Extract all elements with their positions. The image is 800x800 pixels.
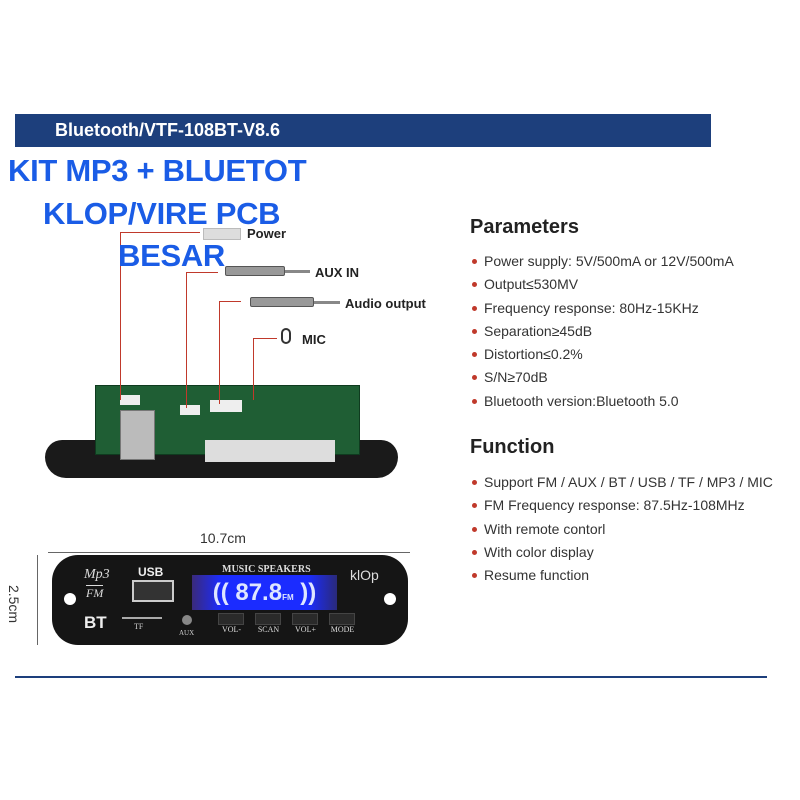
audio-jack-icon — [250, 297, 314, 307]
music-speakers-label: MUSIC SPEAKERS — [222, 564, 311, 575]
function-title: Function — [470, 436, 555, 458]
function-item: With color display — [470, 544, 773, 567]
tf-slot[interactable] — [122, 617, 162, 619]
banner-title: Bluetooth/VTF-108BT-V8.6 — [55, 120, 281, 140]
brand-logo: klOp — [350, 567, 379, 583]
mp3-label: Mp3 — [84, 567, 110, 582]
mode-button[interactable]: MODE — [329, 613, 356, 634]
screw-hole-icon — [384, 593, 396, 605]
fm-label: FM — [86, 585, 104, 600]
aux-jack[interactable] — [182, 615, 192, 625]
parameter-item: Power supply: 5V/500mA or 12V/500mA — [470, 253, 734, 276]
lcd-display: (( 87.8FM )) — [192, 575, 337, 610]
vol-down-button[interactable]: VOL- — [218, 613, 245, 634]
promo-line-3: BESAR — [118, 238, 226, 273]
parameter-item: Output≤530MV — [470, 276, 734, 299]
function-item: With remote contorl — [470, 521, 773, 544]
usb-port[interactable] — [132, 580, 174, 602]
parameter-item: Bluetooth version:Bluetooth 5.0 — [470, 393, 734, 416]
bt-label: BT — [84, 613, 107, 632]
audio-output-label: Audio output — [345, 296, 426, 311]
function-item: FM Frequency response: 87.5Hz-108MHz — [470, 497, 773, 520]
promo-line-1: KIT MP3 + BLUETOT — [8, 153, 307, 188]
promo-line-2: KLOP/VIRE PCB — [43, 196, 281, 231]
title-banner: Bluetooth/VTF-108BT-V8.6 — [15, 114, 711, 147]
parameter-item: Frequency response: 80Hz-15KHz — [470, 300, 734, 323]
front-panel: Mp3 FM BT USB TF AUX MUSIC SPEAKERS (( 8… — [52, 555, 408, 645]
parameter-item: S/N≥70dB — [470, 369, 734, 392]
parameters-title: Parameters — [470, 216, 579, 238]
pcb-illustration — [45, 385, 400, 480]
footer-divider — [15, 676, 767, 678]
display-value: 87.8 — [235, 579, 283, 606]
scan-button[interactable]: SCAN — [255, 613, 282, 634]
screw-hole-icon — [64, 593, 76, 605]
function-item: Support FM / AUX / BT / USB / TF / MP3 /… — [470, 474, 773, 497]
function-item: Resume function — [470, 567, 773, 590]
display-unit: FM — [282, 593, 294, 602]
parameters-section: Parameters Power supply: 5V/500mA or 12V… — [470, 216, 734, 416]
usb-label: USB — [138, 565, 164, 579]
height-dimension: 2.5cm — [6, 584, 23, 624]
aux-jack-icon — [225, 266, 285, 276]
usb-port-icon — [120, 410, 155, 460]
power-connector-icon — [203, 228, 241, 240]
tf-label: TF — [134, 622, 144, 631]
parameter-item: Separation≥45dB — [470, 323, 734, 346]
mic-icon — [281, 328, 291, 344]
parameter-item: Distortion≤0.2% — [470, 346, 734, 369]
aux-label: AUX — [179, 629, 195, 637]
width-dimension: 10.7cm — [200, 530, 246, 546]
mic-label: MIC — [302, 332, 326, 347]
function-section: Function Support FM / AUX / BT / USB / T… — [470, 436, 773, 590]
power-label: Power — [247, 226, 287, 241]
vol-up-button[interactable]: VOL+ — [292, 613, 319, 634]
aux-in-label: AUX IN — [315, 265, 360, 280]
